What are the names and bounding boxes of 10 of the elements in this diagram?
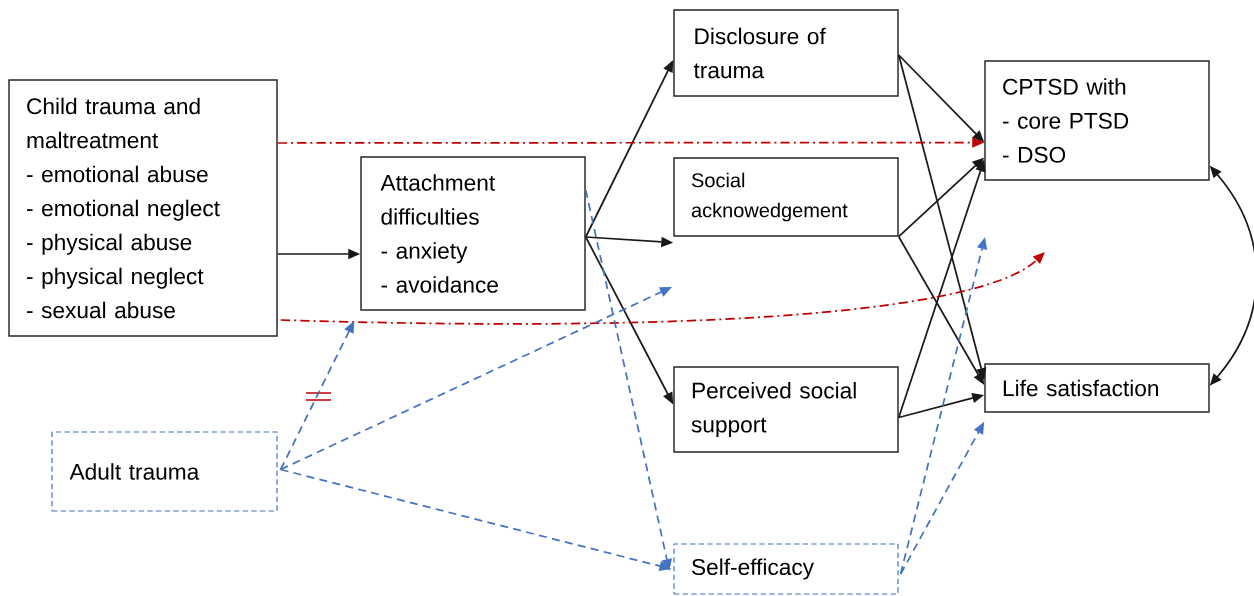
- process-box: Disclosure of trauma: [673, 9, 899, 97]
- arrow: [279, 252, 1045, 325]
- process-box: Social acknowedgement: [673, 157, 899, 237]
- process-box: Child trauma and maltreatment - emotional abuse - emotional neglect - physical abuse - physical neglect - sexual abuse: [8, 79, 278, 337]
- process-box: Attachment difficulties - anxiety - avoidance: [360, 156, 586, 311]
- dashed-box: Self-efficacy: [673, 543, 899, 595]
- dashed-box: Adult trauma: [51, 431, 278, 512]
- process-box: CPTSD with - core PTSD - DSO: [984, 60, 1210, 181]
- process-box: Life satisfaction: [984, 363, 1210, 413]
- process-box: Perceived social support: [673, 366, 899, 453]
